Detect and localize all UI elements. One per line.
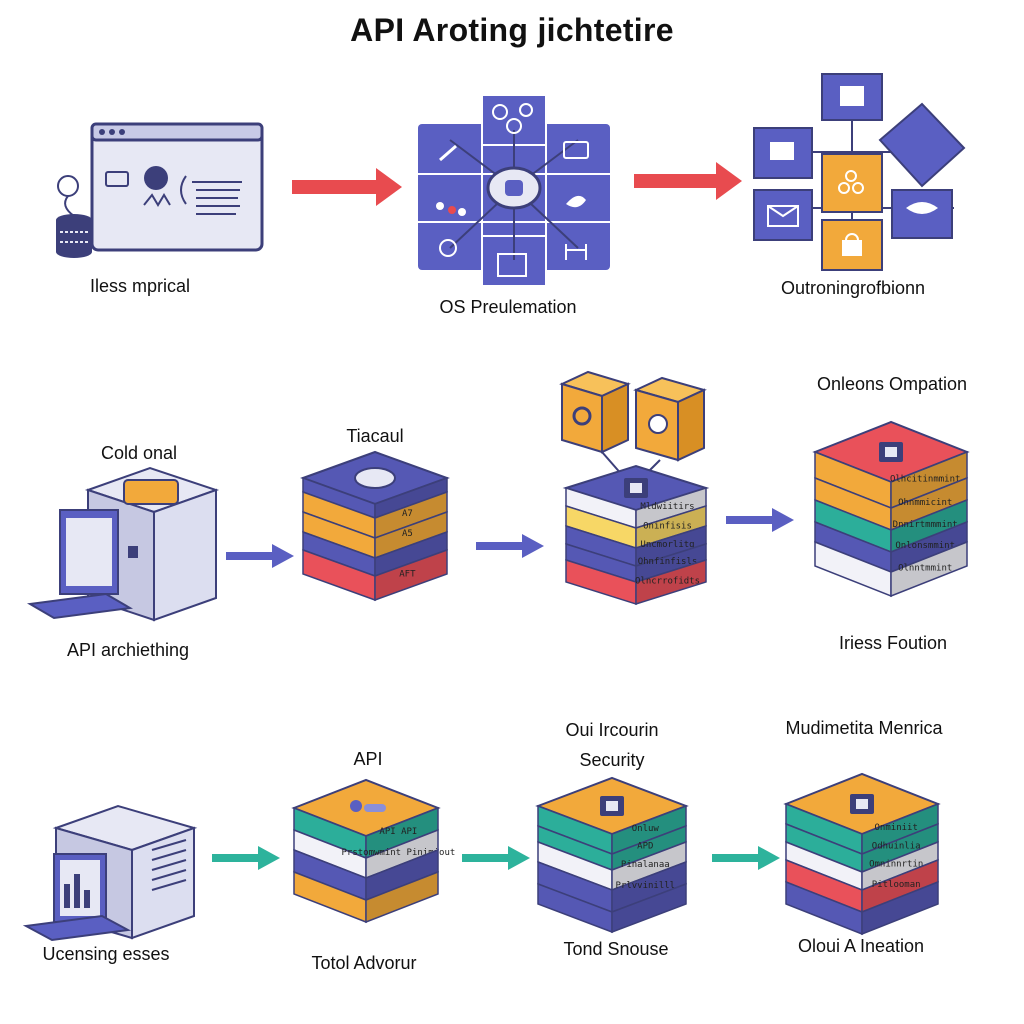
- stack-layer-label: Pitlooman: [872, 880, 921, 890]
- stack-layer-label: Uncmorlitg: [640, 540, 694, 550]
- stack-layer: Pitlooman: [785, 858, 939, 914]
- stack-layer-label: Pinalanaa: [621, 860, 670, 870]
- arrow-right-icon: [376, 168, 402, 206]
- stack-layer-label: Ohnfinfisls: [638, 557, 698, 567]
- arrow-right-icon: [508, 846, 530, 870]
- stack-layer-label: Onminiit: [875, 823, 918, 833]
- arrow-right-icon: [716, 162, 742, 200]
- label-tond-snouse: Tond Snouse: [563, 939, 669, 959]
- stack-api: API API Prstomwmint Pinimiout: [291, 778, 456, 924]
- workstation-icon: [22, 804, 198, 942]
- database-icon: [56, 175, 92, 258]
- stack-layer: Dnnirtmmmint: [814, 498, 968, 554]
- browser-window-icon: [90, 122, 264, 252]
- arrow-right-icon: [758, 846, 780, 870]
- label-iriess-foution: Iriess Foution: [838, 633, 948, 653]
- disk-icon: [354, 467, 396, 489]
- stack-layer-label: API API: [379, 827, 417, 837]
- label-security: Security: [579, 750, 645, 770]
- arrow-right-icon: [258, 846, 280, 870]
- label-ucensing-esses: Ucensing esses: [42, 944, 170, 964]
- label-api: API: [353, 749, 383, 769]
- api-hub-icon: [418, 94, 610, 287]
- label-mudimetita-menrica: Mudimetita Menrica: [785, 718, 943, 738]
- stack-onleons: OlhcitinmmintOhnmmicintDnnirtmmmintOnlon…: [812, 420, 970, 598]
- stack-layer-label: Ohnmmicint: [898, 498, 952, 508]
- stack-layer-label: Olhcitinmmint: [890, 475, 960, 485]
- stack-layer-label: A7: [402, 509, 413, 519]
- label-api-archiething: API archiething: [66, 640, 190, 660]
- stack-layer: [293, 870, 439, 924]
- stack-layer-label: Olncrrofidts: [635, 577, 700, 587]
- stack-layer-label: Omninnrtin: [869, 860, 923, 870]
- label-less-mprical: Iless mprical: [89, 276, 191, 296]
- label-onleons-ompation: Onleons Ompation: [816, 374, 968, 394]
- stack-layer-label: AFT: [399, 570, 416, 580]
- stack-layer: Olnntmmint: [814, 540, 968, 598]
- label-tiacaul: Tiacaul: [346, 426, 404, 446]
- stack-layer-label: Dnnirtmmmint: [893, 520, 958, 530]
- label-oloui-a-ineation: Oloui A Ineation: [797, 936, 925, 956]
- stack-layer-label: APD: [637, 842, 653, 852]
- stack-layer-label: Odhuinlia: [872, 842, 921, 852]
- dot-icon: [350, 800, 362, 812]
- stack-layer: AFT: [302, 548, 448, 602]
- arrow-right-icon: [522, 534, 544, 558]
- stack-layer-label: Onluw: [632, 824, 660, 834]
- stack-layer-label: Prlvvinilll: [615, 881, 675, 891]
- label-oui-ircourin: Oui Ircourin: [565, 720, 659, 740]
- stack-layer: A7: [302, 490, 448, 540]
- stack-layer-label: Onlonsmmint: [895, 541, 955, 551]
- label-totol-advorur: Totol Advorur: [311, 953, 417, 973]
- stack-row2-middle: MldwiitirsOninfisisUncmorlitgOhnfinfisls…: [562, 464, 710, 606]
- stack-layer: Onlonsmmint: [814, 520, 968, 574]
- stack-layer-label: A5: [402, 529, 413, 539]
- stack-layer: Ohnmmicint: [814, 476, 968, 532]
- orchestration-grid-icon: [753, 73, 966, 271]
- arrow-right-icon: [772, 508, 794, 532]
- server-computer-icon: [26, 466, 220, 622]
- stack-layer-label: Mldwiitirs: [640, 502, 694, 512]
- diagram-title: API Aroting јichtetire: [350, 12, 674, 48]
- label-cold-onal: Cold onal: [100, 443, 178, 463]
- label-os-preulemation: OS Preulemation: [439, 297, 577, 317]
- stack-layer-label: Oninfisis: [643, 521, 692, 531]
- stack-layer: [537, 882, 687, 934]
- stack-layer: [302, 476, 448, 520]
- cube-cluster-icon: [559, 370, 707, 485]
- stack-layer: Olncrrofidts: [565, 558, 707, 606]
- stack-layer-label: Prstomwmint Pinimiout: [342, 848, 456, 858]
- stack-layer: Oninfisis: [565, 504, 707, 550]
- stack-layer-label: Olnntmmint: [898, 563, 952, 573]
- arrow-right-icon: [272, 544, 294, 568]
- label-outroningrofbionn: Outroningrofbionn: [780, 278, 926, 298]
- stack-layer: [785, 880, 939, 936]
